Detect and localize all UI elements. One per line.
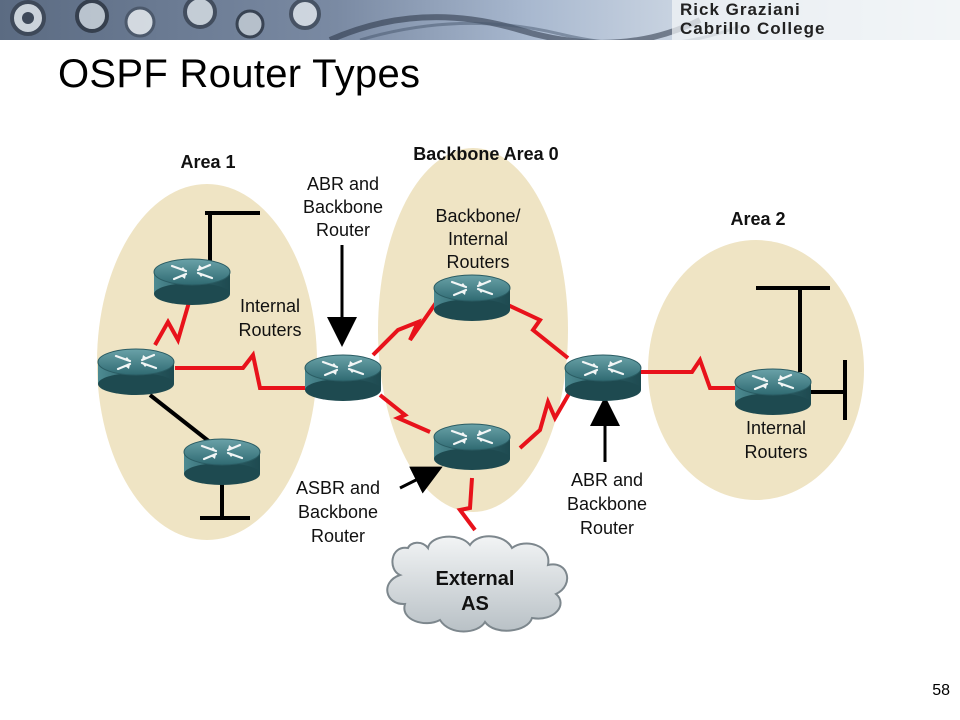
label-asbr-line3: Router xyxy=(311,526,365,546)
router-asbr xyxy=(432,422,512,472)
label-external-as: External AS xyxy=(436,568,515,615)
area1-region xyxy=(97,184,317,540)
router-area2-internal xyxy=(733,367,813,417)
slide-title: OSPF Router Types xyxy=(58,52,421,96)
label-abr-top: ABR and Backbone Router xyxy=(303,174,383,240)
label-abr-top-line1: ABR and xyxy=(307,174,379,194)
label-internal-area1-line1: Internal xyxy=(240,296,300,316)
label-external-as-line2: AS xyxy=(461,593,489,615)
banner-image xyxy=(0,0,960,40)
external-as-cloud xyxy=(386,535,569,633)
label-backbone-internal-line1: Backbone/ xyxy=(435,206,520,226)
banner-institution: Cabrillo College xyxy=(680,19,826,38)
label-abr-top-line3: Router xyxy=(316,220,370,240)
label-internal-area1-line2: Routers xyxy=(238,320,301,340)
router-abr-area2 xyxy=(563,353,643,403)
router-abr-area1 xyxy=(303,353,383,403)
router-backbone-internal xyxy=(432,273,512,323)
serial-links xyxy=(153,291,735,532)
label-abr-bottom-line2: Backbone xyxy=(567,494,647,514)
label-internal-area1: Internal Routers xyxy=(238,296,301,340)
label-external-as-line1: External xyxy=(436,568,515,590)
banner-author: Rick Graziani xyxy=(680,0,801,19)
page-number: 58 xyxy=(932,682,950,699)
router-area1-internal-bottom xyxy=(182,437,262,487)
label-internal-area2: Internal Routers xyxy=(744,418,807,462)
label-asbr-line1: ASBR and xyxy=(296,478,380,498)
label-internal-area2-line2: Routers xyxy=(744,442,807,462)
label-backbone-internal-line3: Routers xyxy=(446,252,509,272)
annotation-arrows xyxy=(327,245,620,494)
router-area1-internal-top xyxy=(152,257,232,307)
label-abr-bottom-line1: ABR and xyxy=(571,470,643,490)
label-area1: Area 1 xyxy=(180,152,235,172)
header-banner: Rick Graziani Cabrillo College xyxy=(0,0,960,40)
label-internal-area2-line1: Internal xyxy=(746,418,806,438)
label-backbone-internal-line2: Internal xyxy=(448,229,508,249)
backbone-region xyxy=(378,148,568,512)
label-backbone-internal: Backbone/ Internal Routers xyxy=(435,206,520,272)
label-asbr: ASBR and Backbone Router xyxy=(296,478,380,546)
label-abr-top-line2: Backbone xyxy=(303,197,383,217)
label-backbone-area: Backbone Area 0 xyxy=(413,144,558,164)
label-abr-bottom-line3: Router xyxy=(580,518,634,538)
label-abr-bottom: ABR and Backbone Router xyxy=(567,470,647,538)
router-area1-internal-left xyxy=(96,347,176,397)
label-asbr-line2: Backbone xyxy=(298,502,378,522)
label-area2: Area 2 xyxy=(730,209,785,229)
